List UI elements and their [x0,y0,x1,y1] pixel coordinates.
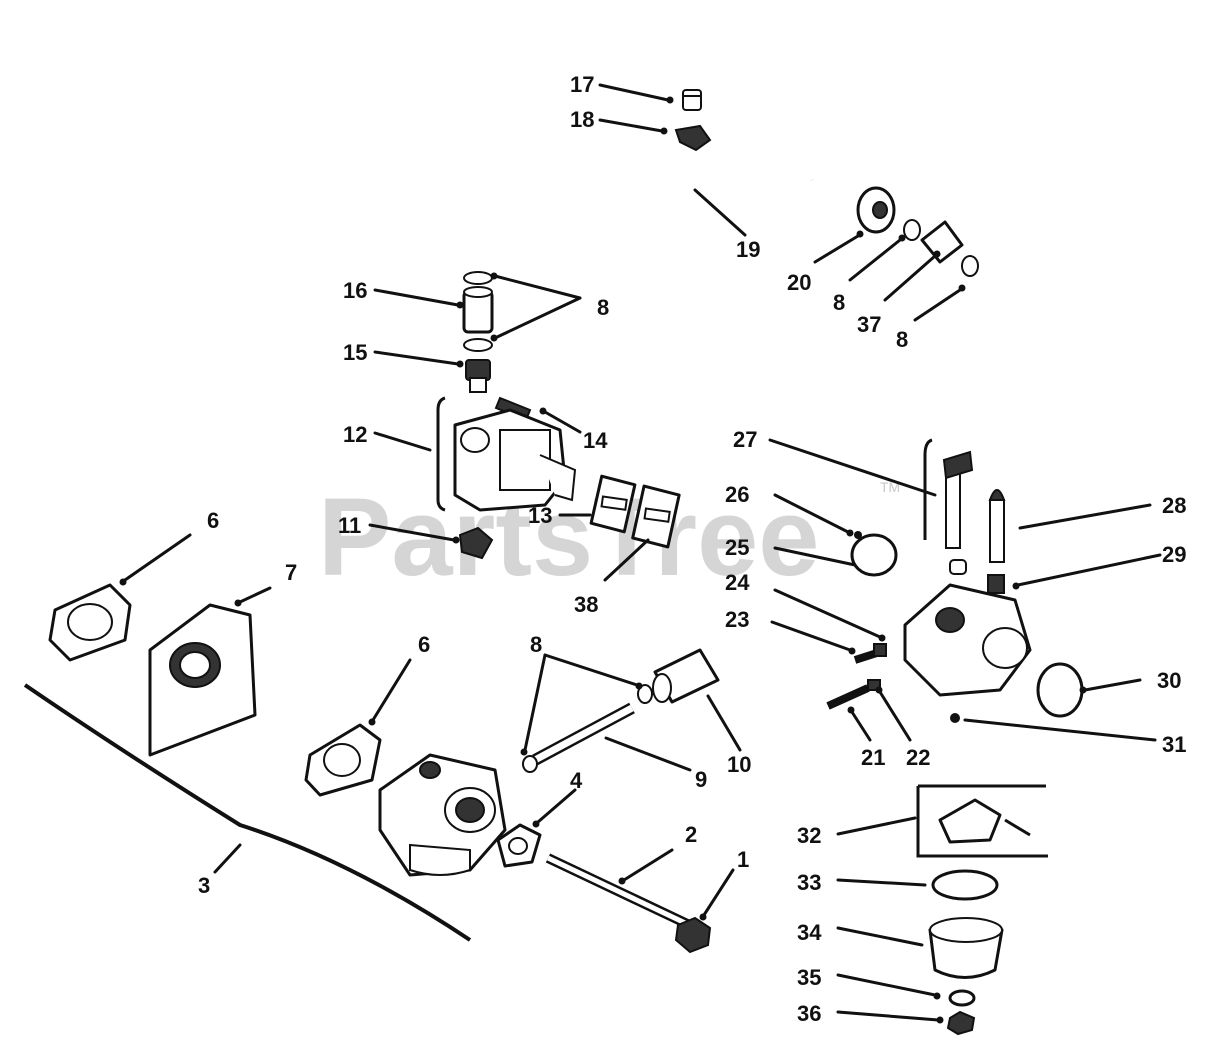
callout-14: 14 [583,428,608,453]
callout-4: 4 [570,768,583,793]
cover-plate-part [1036,662,1084,718]
callout-34: 34 [797,920,822,945]
callout-21: 21 [861,745,885,770]
callout-11: 11 [338,513,361,538]
callout-17: 17 [570,72,594,97]
needle-screw-part [826,643,887,710]
stud-nut-part [674,916,712,954]
carburetor-part [378,753,507,877]
callout-8-d: 8 [530,632,542,657]
callout-1: 1 [737,847,749,872]
line-clamp-part [637,684,653,704]
callout-23: 23 [725,607,749,632]
callout-labels: 17 18 19 20 8 37 8 16 8 15 14 12 11 13 3… [198,72,1186,1026]
callout-10: 10 [727,752,751,777]
float-inset-part [916,784,1048,858]
tube-clip-part [674,124,712,152]
hose-part [920,220,964,264]
callout-7: 7 [285,560,297,585]
small-gasket-part [496,823,542,868]
welch-plug-part [850,531,898,577]
pump-gasket-part [589,474,637,534]
fuel-filter-part [652,648,720,704]
callout-38: 38 [574,592,598,617]
air-baffle-part [148,603,257,757]
callout-29: 29 [1162,542,1186,567]
callout-12: 12 [343,422,367,447]
bowl-gasket-part [931,869,999,901]
callout-28: 28 [1162,493,1186,518]
pump-gasket-part-2 [631,484,681,549]
carburetor-body-part [903,583,1032,697]
callout-31: 31 [1162,732,1186,757]
hose-clamp-part [961,255,979,277]
callout-26: 26 [725,482,749,507]
callout-37: 37 [857,312,881,337]
washer-part [948,989,976,1007]
fuel-tube-part [467,31,815,245]
callout-33: 33 [797,870,821,895]
engine-outline-part [23,683,472,942]
float-bowl-part [928,917,1004,979]
callout-8-c: 8 [896,327,908,352]
leader-lines [119,83,1162,1024]
elbow-fitting-part [458,526,494,560]
spring-part [987,574,1005,594]
hose-clamp-part [903,219,921,241]
callout-36: 36 [797,1001,821,1026]
callout-16: 16 [343,278,367,303]
fuel-pump-part [436,396,577,512]
callout-35: 35 [797,965,821,990]
callout-6-b: 6 [418,632,430,657]
callout-6-a: 6 [207,508,219,533]
pump-inlet-stack [462,271,494,393]
grommet-part [856,186,896,234]
intake-gasket-part [48,583,132,662]
callout-27: 27 [733,427,757,452]
callout-18: 18 [570,107,594,132]
callout-8-b: 8 [833,290,845,315]
callout-24: 24 [725,570,750,595]
callout-32: 32 [797,823,821,848]
throttle-shaft-part [923,438,974,575]
callout-20: 20 [787,270,811,295]
cover-screw-part [950,713,960,723]
line-clamp-part [522,755,538,773]
callout-19: 19 [736,237,760,262]
callout-22: 22 [906,745,930,770]
callout-8-a: 8 [597,295,609,320]
carburetor-gasket-part [304,723,382,797]
callout-30: 30 [1157,668,1181,693]
callout-9: 9 [695,767,707,792]
callout-13: 13 [528,503,552,528]
callout-3: 3 [198,873,210,898]
main-jet-part [988,489,1006,563]
fuel-line-part [532,702,635,766]
callout-15: 15 [343,340,367,365]
bowl-nut-part [946,1010,976,1036]
callout-2: 2 [685,822,697,847]
carburetor-stud-part [545,853,703,935]
callout-25: 25 [725,535,749,560]
vent-cap-part [682,89,702,111]
